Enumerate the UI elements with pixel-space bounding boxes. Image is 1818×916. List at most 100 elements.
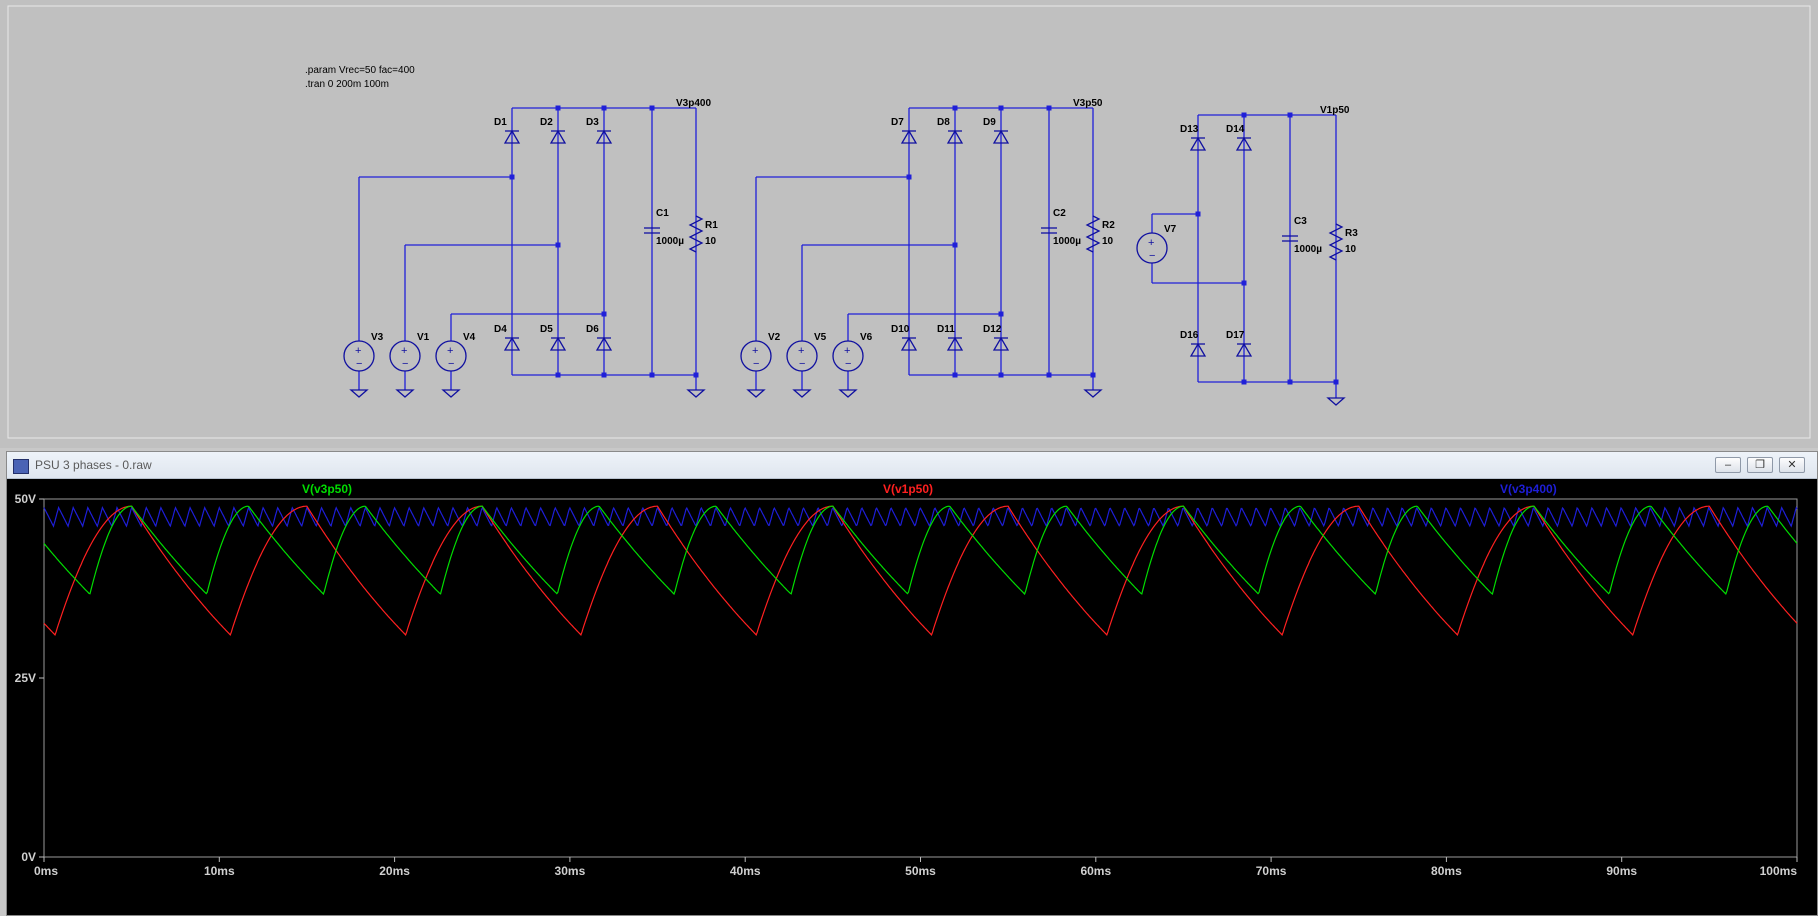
source-plus: + (844, 345, 850, 357)
trace-legend-vv3p50[interactable]: V(v3p50) (302, 482, 352, 496)
diode-d17[interactable] (1235, 342, 1253, 357)
source-label: V7 (1164, 224, 1177, 235)
junction-dot (601, 372, 607, 378)
voltage-source-v4[interactable]: +− (435, 340, 467, 372)
diode-d7[interactable] (900, 129, 918, 144)
diode-body (992, 336, 1010, 351)
ground-symbol (349, 389, 369, 398)
diode-d4[interactable] (503, 336, 521, 351)
diode-body (900, 129, 918, 144)
x-tick-label: 70ms (1256, 864, 1287, 878)
resistor-label: R1 (705, 220, 718, 231)
diode-label: D10 (891, 324, 910, 335)
trace-vv3p50[interactable] (43, 505, 1798, 596)
schematic-labels: .param Vrec=50 fac=400.tran 0 200m 100mD… (305, 65, 1358, 343)
restore-button[interactable]: ❐ (1747, 457, 1773, 473)
minimize-button[interactable]: – (1715, 457, 1741, 473)
voltage-source-v2[interactable]: +− (740, 340, 772, 372)
diode-body (946, 129, 964, 144)
net-label: V3p400 (676, 98, 711, 109)
source-plus: + (355, 345, 361, 357)
resistor-label: R2 (1102, 220, 1115, 231)
junction-dot (555, 105, 561, 111)
diode-d1[interactable] (503, 129, 521, 144)
capacitor-c1[interactable] (644, 227, 660, 234)
source-body (740, 340, 772, 372)
resistor-r3[interactable] (1328, 223, 1344, 261)
source-label: V1 (417, 332, 430, 343)
x-tick-label: 60ms (1080, 864, 1111, 878)
source-plus: + (401, 345, 407, 357)
diode-d11[interactable] (946, 336, 964, 351)
diode-d2[interactable] (549, 129, 567, 144)
source-plus: + (752, 345, 758, 357)
junction-dot (601, 105, 607, 111)
source-body (832, 340, 864, 372)
diode-d13[interactable] (1189, 136, 1207, 151)
ground-symbol (395, 389, 415, 398)
voltage-source-v5[interactable]: +− (786, 340, 818, 372)
source-minus: − (448, 358, 454, 370)
diode-label: D3 (586, 117, 599, 128)
diode-d3[interactable] (595, 129, 613, 144)
source-body (786, 340, 818, 372)
voltage-source-v7[interactable]: +− (1136, 232, 1168, 264)
plot-frame (43, 498, 1798, 858)
diode-label: D14 (1226, 124, 1245, 135)
source-minus: − (356, 358, 362, 370)
diode-label: D16 (1180, 330, 1199, 341)
junction-dot (952, 372, 958, 378)
diode-label: D6 (586, 324, 599, 335)
source-minus: − (402, 358, 408, 370)
diode-d16[interactable] (1189, 342, 1207, 357)
schematic-editor[interactable]: +−+−+−+−+−+−+− .param Vrec=50 fac=400.tr… (0, 0, 1818, 448)
diode-d14[interactable] (1235, 136, 1253, 151)
ground-symbol (792, 389, 812, 398)
source-plus: + (798, 345, 804, 357)
source-minus: − (799, 358, 805, 370)
diode-label: D2 (540, 117, 553, 128)
diode-body (595, 336, 613, 351)
diode-d9[interactable] (992, 129, 1010, 144)
capacitor-label: C2 (1053, 208, 1066, 219)
trace-vv3p400[interactable] (43, 505, 1798, 528)
diode-d8[interactable] (946, 129, 964, 144)
diode-d6[interactable] (595, 336, 613, 351)
diode-d5[interactable] (549, 336, 567, 351)
resistor-body (1085, 215, 1101, 253)
diode-body (549, 129, 567, 144)
resistor-value: 10 (705, 236, 717, 247)
capacitor-label: C1 (656, 208, 669, 219)
resistor-r1[interactable] (688, 215, 704, 253)
y-tick-label: 25V (15, 671, 36, 685)
junction-dot (1287, 379, 1293, 385)
trace-legend-vv1p50[interactable]: V(v1p50) (883, 482, 933, 496)
source-label: V6 (860, 332, 873, 343)
trace-legend-vv3p400[interactable]: V(v3p400) (1500, 482, 1557, 496)
waveform-titlebar[interactable]: PSU 3 phases - 0.raw – ❐ ✕ (7, 452, 1817, 479)
source-plus: + (447, 345, 453, 357)
trace-vv1p50[interactable] (43, 505, 1798, 637)
ground-symbol (746, 389, 766, 398)
voltage-source-v6[interactable]: +− (832, 340, 864, 372)
source-label: V5 (814, 332, 827, 343)
close-button[interactable]: ✕ (1779, 457, 1805, 473)
schematic-canvas[interactable]: +−+−+−+−+−+−+− .param Vrec=50 fac=400.tr… (0, 0, 1818, 448)
source-minus: − (753, 358, 759, 370)
voltage-source-v3[interactable]: +− (343, 340, 375, 372)
capacitor-value: 1000µ (1294, 244, 1322, 255)
schematic-components[interactable]: +−+−+−+−+−+−+− (343, 129, 1346, 406)
diode-d12[interactable] (992, 336, 1010, 351)
source-minus: − (1149, 250, 1155, 262)
capacitor-c2[interactable] (1041, 227, 1057, 234)
voltage-source-v1[interactable]: +− (389, 340, 421, 372)
diode-d10[interactable] (900, 336, 918, 351)
capacitor-c3[interactable] (1282, 235, 1298, 242)
ground-symbol (1083, 389, 1103, 398)
ground-symbol (441, 389, 461, 398)
resistor-r2[interactable] (1085, 215, 1101, 253)
ground-symbol (838, 389, 858, 398)
